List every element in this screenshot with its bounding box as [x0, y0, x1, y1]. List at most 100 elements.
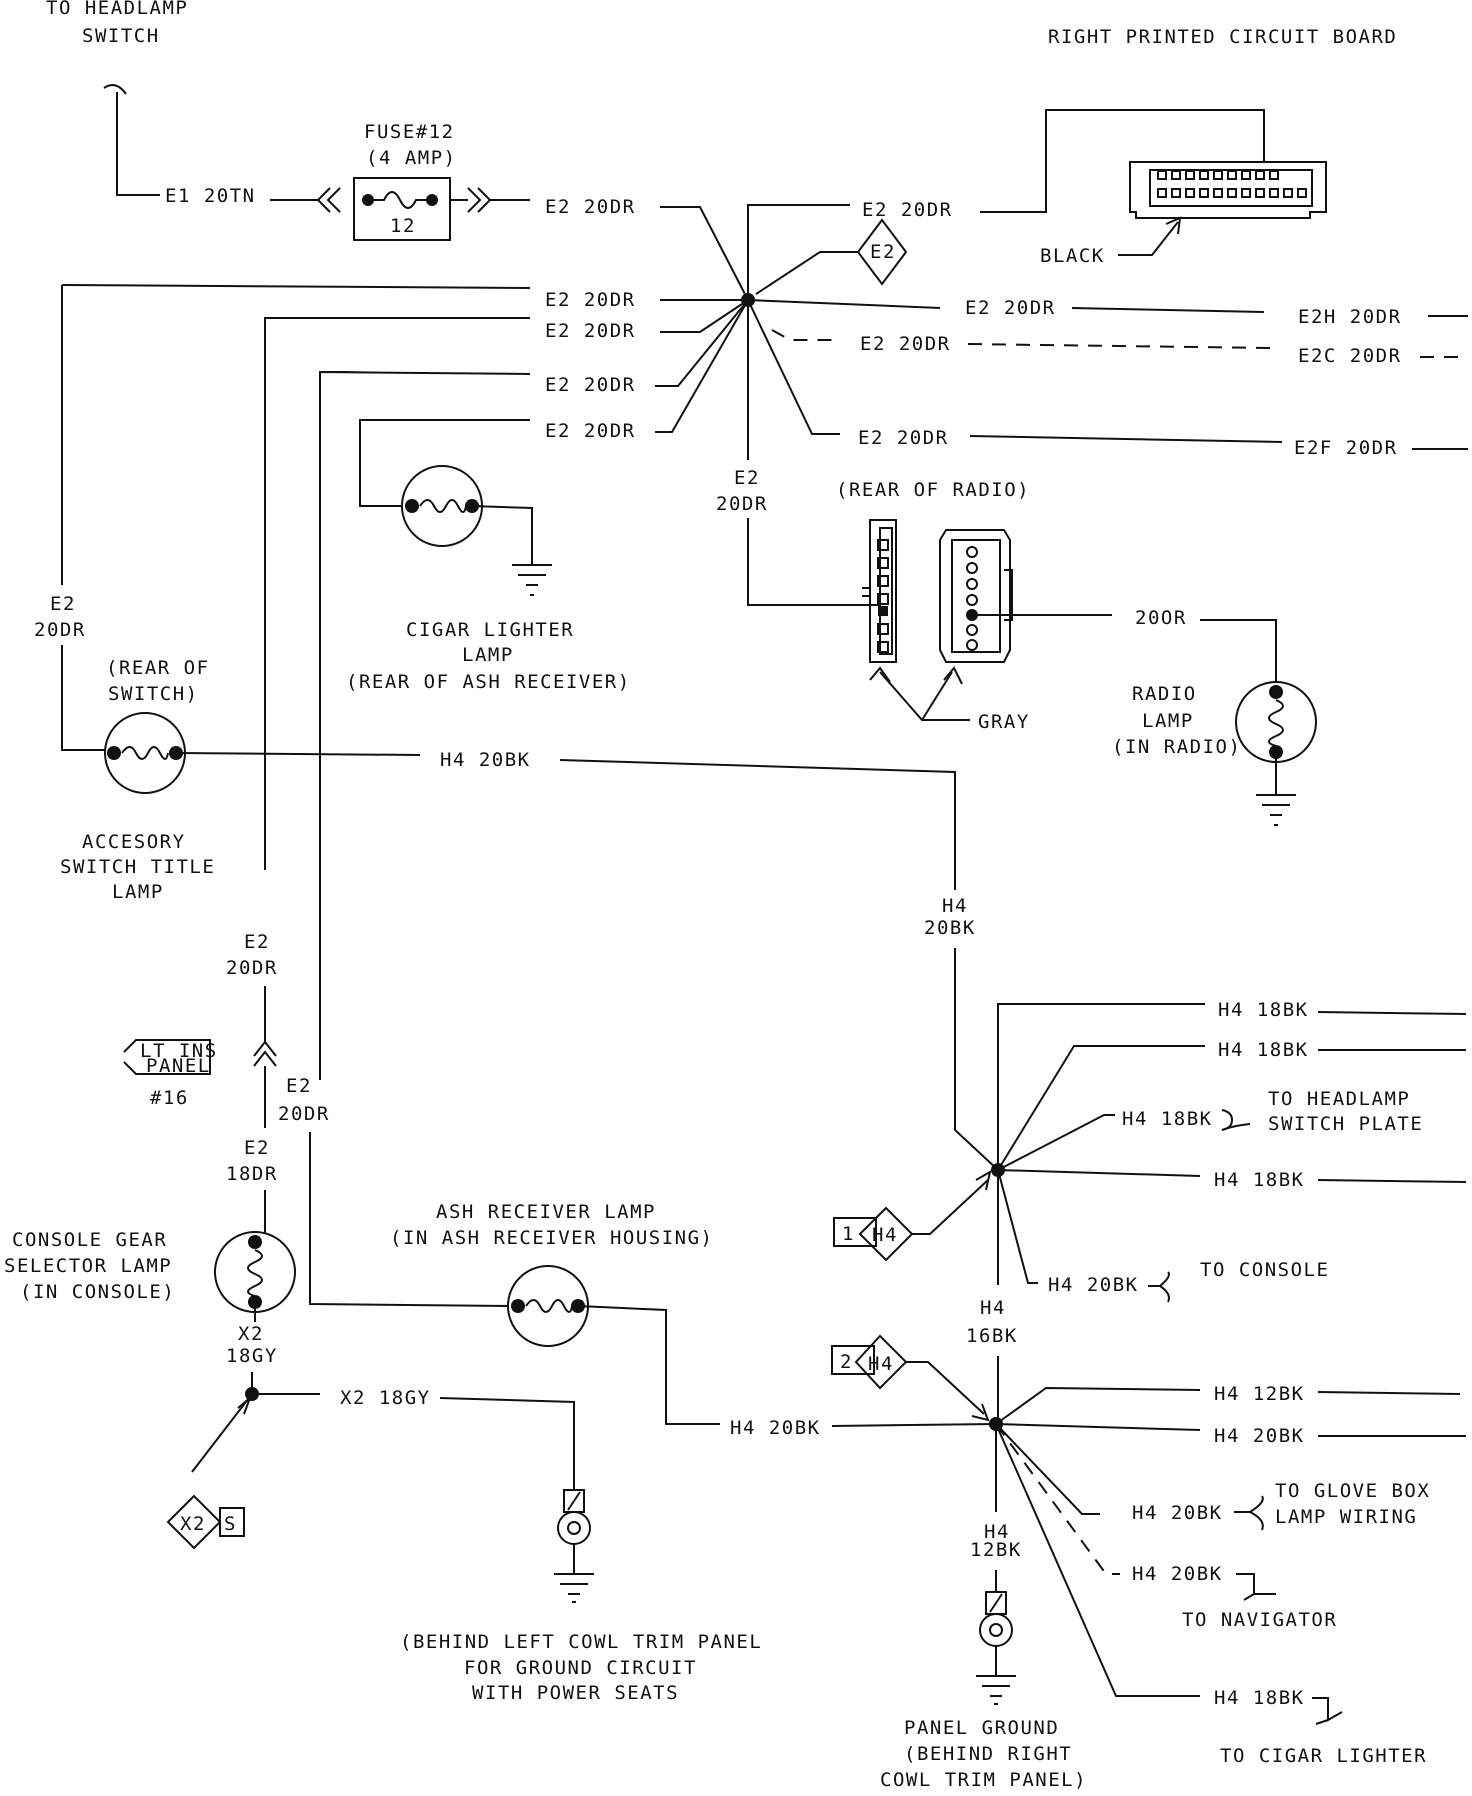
console-lamp-label-2: SELECTOR LAMP: [4, 1255, 172, 1277]
wire-label-e2-to-pcb: E2 20DR: [862, 199, 953, 221]
wire-label-h4-20bk-nav: H4 20BK: [1132, 1563, 1223, 1585]
headlamp-switch-feed: TO HEADLAMP SWITCH E1 20TN: [46, 0, 318, 207]
accessory-lamp-label-2: SWITCH TITLE: [60, 856, 215, 878]
wire-label-20dr-ash: 20DR: [278, 1103, 330, 1125]
panel-ground-label-2: (BEHIND RIGHT: [904, 1743, 1072, 1765]
wire-label-16bk: 16BK: [966, 1325, 1018, 1347]
radio-lamp-label-3: (IN RADIO): [1112, 736, 1241, 758]
rear-of-radio-label: (REAR OF RADIO): [836, 479, 1030, 501]
lt-ins-label-1: LT INS: [140, 1040, 218, 1062]
splice-id-2: 2: [840, 1351, 853, 1373]
wire-label-e2-radio: E2: [734, 467, 760, 489]
h4-splice-2: 2 H4 H4 12BK H4 20BK H4 20BK H4 20BK TO …: [730, 1334, 1466, 1791]
pcb-connector-color: BLACK: [1040, 245, 1105, 267]
wire-label-e2h: E2H 20DR: [1298, 306, 1402, 328]
wire-label-h4-20bk-accessory: H4 20BK: [440, 749, 531, 771]
pcb-title: RIGHT PRINTED CIRCUIT BOARD: [1048, 26, 1397, 48]
wire-label-e2-fuse-out: E2 20DR: [545, 196, 636, 218]
wire-label-e2c: E2C 20DR: [1298, 345, 1402, 367]
cigar-lamp-label-3: (REAR OF ASH RECEIVER): [346, 671, 631, 693]
behind-left-label-1: (BEHIND LEFT COWL TRIM PANEL: [400, 1631, 762, 1653]
wire-label-e2-left-1: E2 20DR: [545, 289, 636, 311]
wire-label-h4-12bk: H4 12BK: [1214, 1383, 1305, 1405]
wire-label-h4-20bk-console: H4 20BK: [1048, 1274, 1139, 1296]
x2-splice-marker: X2: [180, 1513, 206, 1535]
wire-label-h4-20bk-ash: H4 20BK: [730, 1417, 821, 1439]
panel-ground-label-3: COWL TRIM PANEL): [880, 1769, 1087, 1791]
to-cigar-label: TO CIGAR LIGHTER: [1220, 1745, 1427, 1767]
wire-label-e2-18dr-1: E2: [244, 1137, 270, 1159]
fuse-12: FUSE#12 (4 AMP) 12 E2 20DR: [316, 121, 749, 301]
wire-label-h4-20bk-r: H4 20BK: [1214, 1425, 1305, 1447]
pcb-pins: [1157, 170, 1307, 198]
wire-label-x2-a: X2: [238, 1323, 264, 1345]
wire-label-h4-18bk-4: H4 18BK: [1214, 1169, 1305, 1191]
splice-id-1: 1: [842, 1223, 855, 1245]
wire-label-x2-18gy: X2 18GY: [340, 1387, 431, 1409]
left-cowl-ground: (BEHIND LEFT COWL TRIM PANEL FOR GROUND …: [400, 1489, 762, 1704]
lt-ins-label-2: PANEL: [146, 1055, 211, 1077]
right-printed-circuit-board: RIGHT PRINTED CIRCUIT BOARD BLACK: [1040, 26, 1397, 267]
accessory-lamp-label-1: ACCESORY: [82, 831, 186, 853]
to-headlamp-switch-label: TO HEADLAMP: [46, 0, 188, 19]
wire-label-h4-18bk-2: H4 18BK: [1218, 1039, 1309, 1061]
cigar-lamp-label-2: LAMP: [462, 644, 514, 666]
wire-label-h4-16bk-1: H4: [980, 1297, 1006, 1319]
rear-of-switch-label-2: SWITCH): [108, 683, 199, 705]
wire-label-e2-left-2: E2 20DR: [545, 320, 636, 342]
panel-ground-label-1: PANEL GROUND: [904, 1717, 1059, 1739]
to-console-label: TO CONSOLE: [1200, 1259, 1329, 1281]
to-glove-label-1: TO GLOVE BOX: [1275, 1480, 1430, 1502]
wire-label-e2-left-4: E2 20DR: [545, 420, 636, 442]
to-headlamp-plate-label-1: TO HEADLAMP: [1268, 1088, 1410, 1110]
wire-label-e2-18dr-2: 18DR: [226, 1163, 278, 1185]
lt-ins-panel-tag: LT INS PANEL #16: [123, 1039, 218, 1109]
accessory-lamp-label-3: LAMP: [112, 881, 164, 903]
lt-ins-number: #16: [150, 1087, 189, 1109]
wire-label-h4-18bk-1: H4 18BK: [1218, 999, 1309, 1021]
rear-of-switch-label-1: (REAR OF: [106, 657, 210, 679]
wire-label-18gy-a: 18GY: [226, 1345, 278, 1367]
to-headlamp-plate-label-2: SWITCH PLATE: [1268, 1113, 1423, 1135]
cigar-lighter-lamp: CIGAR LIGHTER LAMP (REAR OF ASH RECEIVER…: [346, 465, 631, 693]
h4-splice-marker-1: H4: [872, 1224, 898, 1246]
wire-label-e2-left-3: E2 20DR: [545, 374, 636, 396]
h4-splice-1: H4 20BK H4 18BK H4 18BK H4 18BK TO HEADL…: [833, 895, 1467, 1424]
fuse-title: FUSE#12: [364, 121, 455, 143]
ash-lamp-label-1: ASH RECEIVER LAMP: [436, 1201, 656, 1223]
wire-label-e2-ash: E2: [286, 1075, 312, 1097]
to-navigator-label: TO NAVIGATOR: [1182, 1609, 1337, 1631]
wire-label-12bk-vertical: 12BK: [970, 1539, 1022, 1561]
wire-label-h4-12bk-vertical: H4: [984, 1521, 1010, 1543]
radio-lamp-label-1: RADIO: [1132, 683, 1197, 705]
radio-connector-color: GRAY: [978, 711, 1030, 733]
wire-label-20dr-console-a: 20DR: [226, 957, 278, 979]
wire-label-e2-accessory: E2: [50, 593, 76, 615]
wire-label-e1-20tn: E1 20TN: [165, 185, 256, 207]
ash-lamp-label-2: (IN ASH RECEIVER HOUSING): [390, 1227, 713, 1249]
ash-receiver-lamp: E2 20DR ASH RECEIVER LAMP (IN ASH RECEIV…: [278, 1075, 720, 1425]
wire-label-20bk-vertical: 20BK: [924, 917, 976, 939]
wire-label-h4-18bk-3: H4 18BK: [1122, 1108, 1213, 1130]
radio-lamp: RADIO LAMP (IN RADIO): [1112, 681, 1317, 826]
wire-label-h4-20bk-glove: H4 20BK: [1132, 1502, 1223, 1524]
fuse-rating: (4 AMP): [366, 147, 457, 169]
console-gear-selector-circuit: E2 20DR LT INS PANEL #16 E2 18DR CONSOLE…: [4, 931, 575, 1550]
accessory-switch-title-lamp: E2 20DR (REAR OF SWITCH) H4 20BK ACCESOR…: [34, 593, 956, 903]
wire-label-e2-right: E2 20DR: [965, 297, 1056, 319]
h4-splice-marker-2: H4: [868, 1353, 894, 1375]
wire-label-e2-dashed: E2 20DR: [860, 333, 951, 355]
behind-left-label-2: FOR GROUND CIRCUIT: [464, 1657, 697, 1679]
wire-label-20dr-radio: 20DR: [716, 493, 768, 515]
wire-label-e2-lower-right: E2 20DR: [858, 427, 949, 449]
console-lamp-label-1: CONSOLE GEAR: [12, 1229, 167, 1251]
e2-main-splice: E2 20DR E2 E2 20DR E2H 20DR E2 20DR E2C …: [61, 109, 1468, 1080]
wire-label-20dr-accessory: 20DR: [34, 619, 86, 641]
wire-label-h4-18bk-cigar: H4 18BK: [1214, 1687, 1305, 1709]
fuse-number: 12: [390, 215, 416, 237]
radio-lamp-label-2: LAMP: [1142, 710, 1194, 732]
wire-label-e2f: E2F 20DR: [1294, 437, 1398, 459]
wire-label-h4-vertical: H4: [942, 895, 968, 917]
behind-left-label-3: WITH POWER SEATS: [472, 1682, 679, 1704]
